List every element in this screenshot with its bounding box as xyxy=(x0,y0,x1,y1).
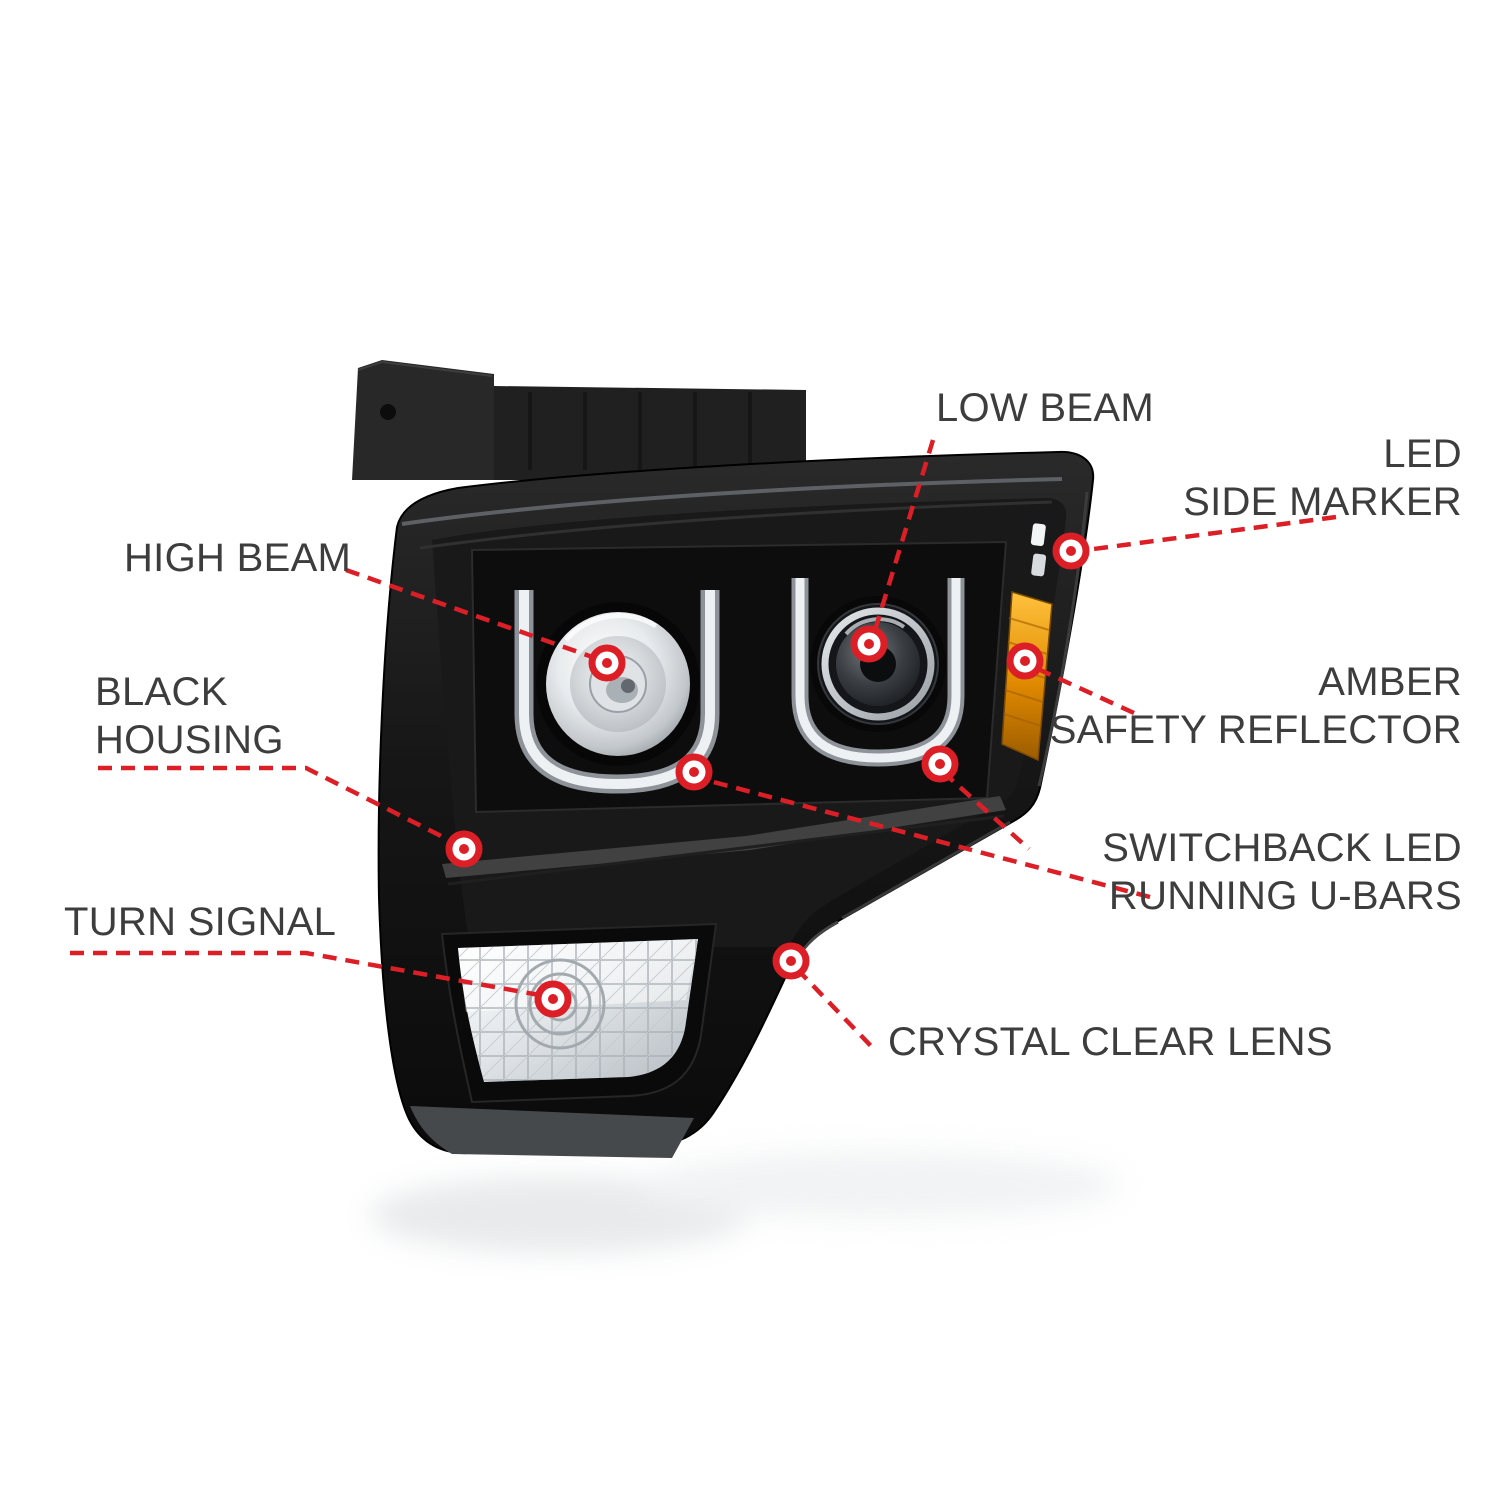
turn-signal-lamp xyxy=(440,922,718,1104)
callout-marker-low-beam xyxy=(850,625,888,663)
callout-marker-amber-safety-reflector xyxy=(1006,642,1044,680)
callout-line-amber-safety-reflector xyxy=(1037,666,1135,716)
label-crystal-clear-lens: CRYSTAL CLEAR LENS xyxy=(888,1020,1333,1064)
label-black-housing: BLACK HOUSING xyxy=(95,670,284,762)
callout-marker-black-housing xyxy=(445,830,483,868)
callout-line-led-side-marker xyxy=(1085,514,1337,553)
label-low-beam: LOW BEAM xyxy=(936,386,1154,430)
callout-marker-led-side-marker xyxy=(1052,532,1090,570)
callout-marker-turn-signal xyxy=(534,980,572,1018)
label-amber-safety-reflector: AMBER SAFETY REFLECTOR xyxy=(1049,660,1462,752)
callout-line-black-housing xyxy=(98,765,461,848)
callout-line-turn-signal xyxy=(70,950,546,999)
callout-marker-switchback-left xyxy=(675,753,713,791)
callout-line-crystal-clear-lens xyxy=(795,967,873,1048)
label-turn-signal: TURN SIGNAL xyxy=(64,900,337,944)
callout-markers xyxy=(445,532,1090,1018)
label-switchback-led-running-u-bars: SWITCHBACK LED RUNNING U-BARS xyxy=(1102,826,1462,918)
label-high-beam: HIGH BEAM xyxy=(124,536,352,580)
label-led-side-marker: LED SIDE MARKER xyxy=(1183,432,1462,524)
led-side-marker-lamp xyxy=(1030,523,1047,577)
low-beam-projector xyxy=(810,596,946,732)
floor-reflection xyxy=(370,1151,1120,1253)
u-bar-drl xyxy=(514,578,965,794)
callout-line-switchback-branch xyxy=(941,770,1031,851)
callout-marker-switchback-right xyxy=(921,745,959,783)
high-beam-lamp xyxy=(536,602,700,766)
callout-marker-crystal-clear-lens xyxy=(772,942,810,980)
callout-line-low-beam xyxy=(869,439,936,641)
callout-lines xyxy=(70,439,1337,1048)
mounting-bracket xyxy=(352,360,806,480)
callout-line-switchback-main xyxy=(701,776,1151,900)
callout-marker-high-beam xyxy=(588,644,626,682)
